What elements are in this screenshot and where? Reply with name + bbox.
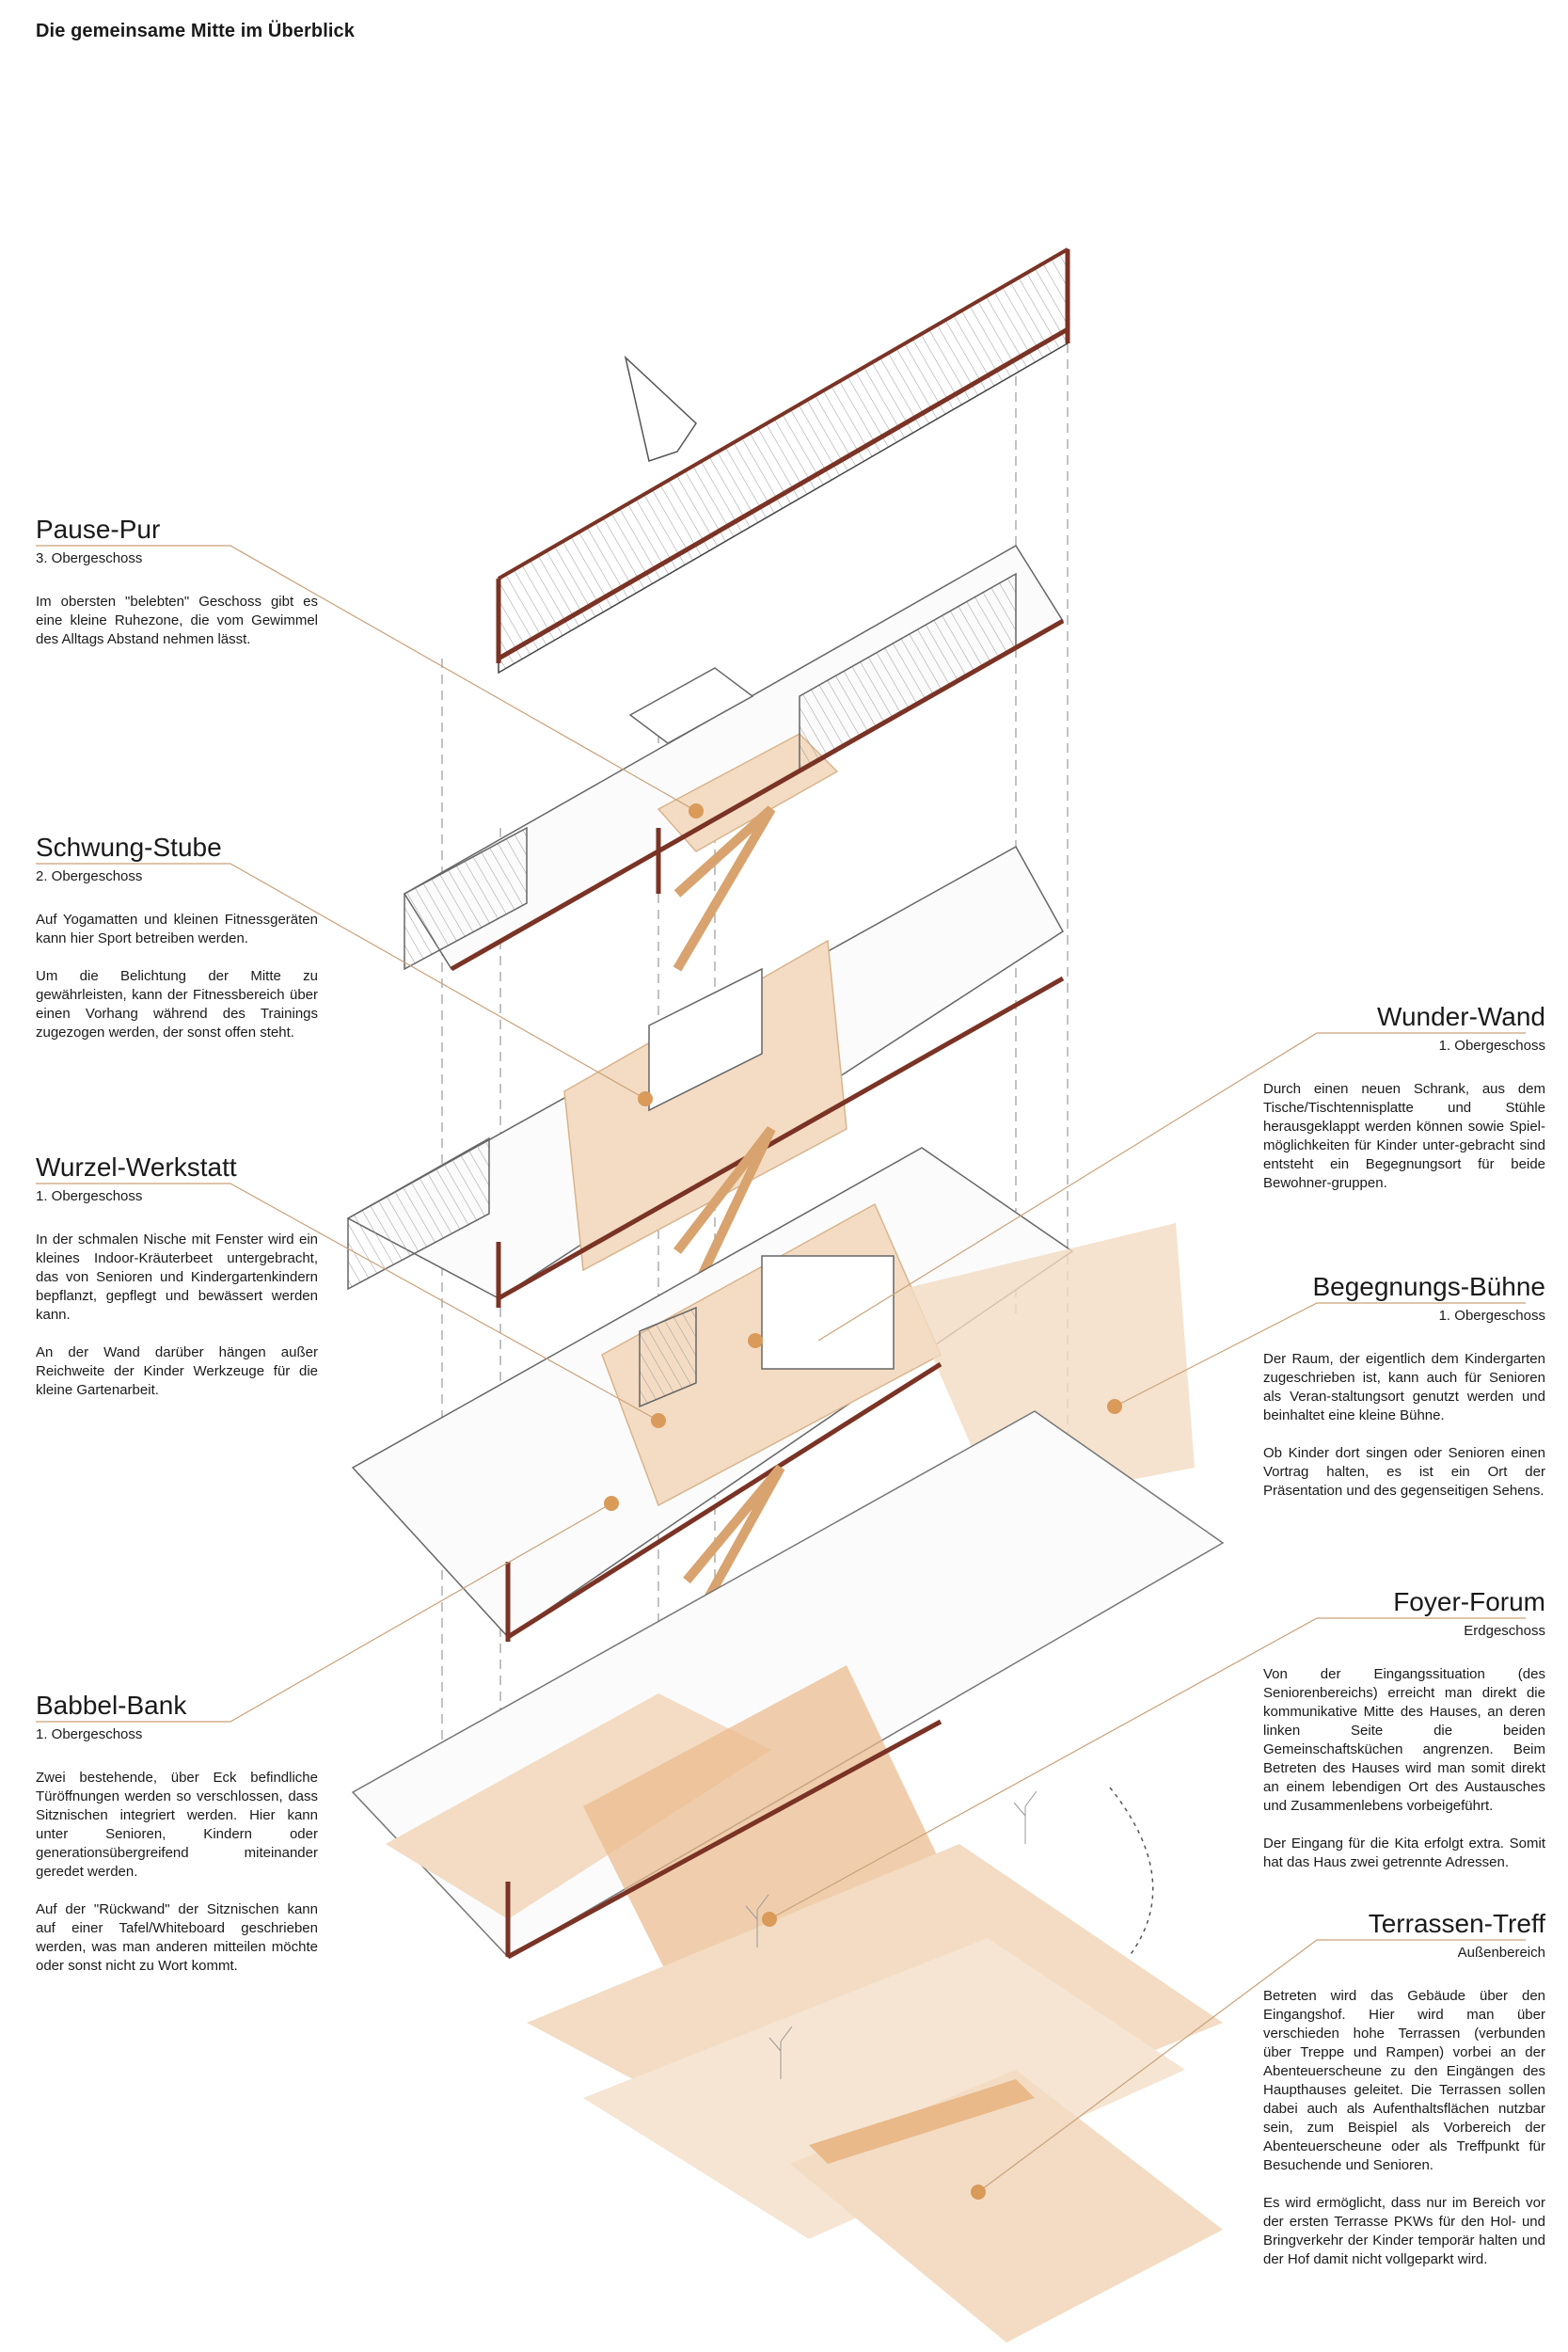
paragraph: Ob Kinder dort singen oder Senioren eine…	[1263, 1445, 1545, 1499]
paragraph: Auf der "Rückwand" der Sitznischen kann …	[36, 1901, 318, 1974]
section-wurzel-werkstatt: Wurzel-Werkstatt 1. Obergeschoss In der …	[36, 1152, 318, 1419]
section-terrassen-treff: Terrassen-Treff Außenbereich Betreten wi…	[1263, 1908, 1545, 2288]
section-begegnungs-buehne: Begegnungs-Bühne 1. Obergeschoss Der Rau…	[1263, 1271, 1545, 1519]
section-name: Begegnungs-Bühne	[1312, 1272, 1545, 1301]
marker-babbel-bank	[604, 1496, 619, 1511]
section-description: Im obersten "belebten" Geschoss gibt es …	[36, 593, 318, 649]
trees	[745, 1790, 1037, 2079]
section-description: Durch einen neuen Schrank, aus dem Tisch…	[1263, 1080, 1545, 1193]
paragraph: Durch einen neuen Schrank, aus dem Tisch…	[1263, 1081, 1545, 1191]
marker-foyer-forum	[762, 1912, 777, 1927]
marker-pause-pur	[689, 803, 704, 818]
section-description: Betreten wird das Gebäude über den Einga…	[1263, 1987, 1545, 2269]
page-title: Die gemeinsame Mitte im Überblick	[36, 21, 355, 41]
section-babbel-bank: Babbel-Bank 1. Obergeschoss Zwei bestehe…	[36, 1690, 318, 1994]
paragraph: An der Wand darüber hängen außer Reichwe…	[36, 1344, 318, 1398]
section-name: Wunder-Wand	[1377, 1002, 1545, 1031]
paragraph: Im obersten "belebten" Geschoss gibt es …	[36, 594, 318, 647]
paragraph: Der Raum, der eigentlich dem Kindergarte…	[1263, 1351, 1545, 1423]
paragraph: Auf Yogamatten und kleinen Fitnessgeräte…	[36, 912, 318, 946]
section-schwung-stube: Schwung-Stube 2. Obergeschoss Auf Yogama…	[36, 832, 318, 1061]
section-description: Zwei bestehende, über Eck befindliche Tü…	[36, 1769, 318, 1976]
marker-schwung-stube	[638, 1091, 653, 1106]
markers	[604, 803, 1122, 2200]
section-description: Auf Yogamatten und kleinen Fitnessgeräte…	[36, 911, 318, 1042]
paragraph: Betreten wird das Gebäude über den Einga…	[1263, 1988, 1545, 2173]
section-floor: 1. Obergeschoss	[1438, 1038, 1545, 1054]
floor-3-plan	[403, 544, 1065, 972]
section-name: Babbel-Bank	[36, 1691, 187, 1720]
leader-lines	[36, 545, 1526, 2193]
section-floor: 1. Obergeschoss	[36, 1726, 143, 1742]
section-name: Foyer-Forum	[1393, 1587, 1545, 1616]
paragraph: Es wird ermöglicht, dass nur im Bereich …	[1263, 2195, 1545, 2267]
paragraph: Zwei bestehende, über Eck befindliche Tü…	[36, 1770, 318, 1880]
paragraph: In der schmalen Nische mit Fenster wird …	[36, 1232, 318, 1323]
section-name: Terrassen-Treff	[1368, 1909, 1545, 1938]
section-floor: Außenbereich	[1457, 1945, 1545, 1961]
section-floor: 2. Obergeschoss	[36, 868, 143, 884]
section-description: Von der Eingangssituation (des Seniorenb…	[1263, 1665, 1545, 1872]
marker-terrassen-treff	[971, 2185, 986, 2200]
section-foyer-forum: Foyer-Forum Erdgeschoss Von der Eingangs…	[1263, 1586, 1545, 1891]
ground-floor-plan	[351, 1410, 1225, 1994]
marker-wurzel-werkstatt	[651, 1413, 666, 1428]
paragraph: Um die Belichtung der Mitte zu gewährlei…	[36, 968, 318, 1041]
section-floor: Erdgeschoss	[1464, 1623, 1545, 1639]
roof-level	[496, 247, 1070, 675]
section-description: Der Raum, der eigentlich dem Kindergarte…	[1263, 1350, 1545, 1501]
floor-2-plan	[346, 845, 1065, 1311]
floor-1-plan	[351, 1147, 1195, 1642]
marker-wunder-wand	[748, 1333, 763, 1348]
section-floor: 1. Obergeschoss	[1438, 1308, 1545, 1324]
paragraph: Der Eingang für die Kita erfolgt extra. …	[1263, 1836, 1545, 1870]
section-floor: 1. Obergeschoss	[36, 1188, 143, 1204]
section-name: Schwung-Stube	[36, 833, 222, 862]
section-name: Wurzel-Werkstatt	[36, 1152, 237, 1182]
outdoor-terraces	[527, 1787, 1223, 2343]
paragraph: Von der Eingangssituation (des Seniorenb…	[1263, 1666, 1545, 1814]
section-wunder-wand: Wunder-Wand 1. Obergeschoss Durch einen …	[1263, 1001, 1545, 1212]
marker-begegnungs-buehne	[1107, 1399, 1122, 1414]
section-name: Pause-Pur	[36, 515, 161, 544]
section-floor: 3. Obergeschoss	[36, 550, 143, 566]
section-pause-pur: Pause-Pur 3. Obergeschoss Im obersten "b…	[36, 514, 318, 668]
section-description: In der schmalen Nische mit Fenster wird …	[36, 1231, 318, 1400]
